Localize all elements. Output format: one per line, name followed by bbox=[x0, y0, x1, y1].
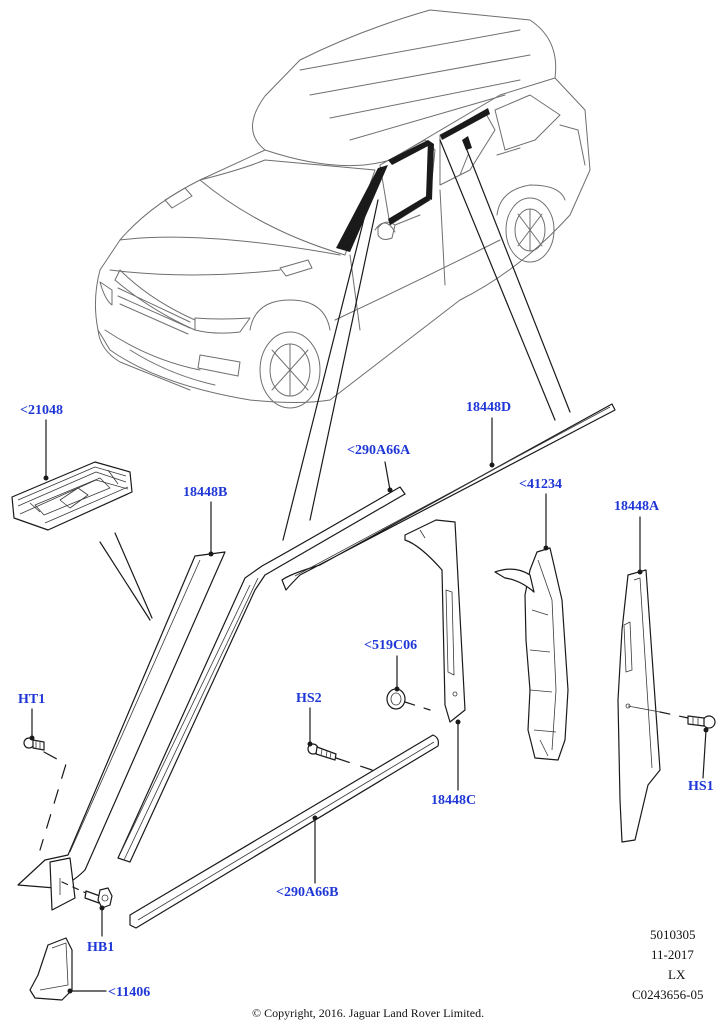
callout-HB1[interactable]: HB1 bbox=[87, 940, 115, 955]
leader-lines bbox=[99, 139, 571, 621]
callout-21048[interactable]: <21048 bbox=[20, 403, 63, 418]
callout-HT1[interactable]: HT1 bbox=[18, 692, 46, 707]
vehicle-illustration bbox=[94, 9, 591, 409]
callout-41234[interactable]: <41234 bbox=[519, 477, 562, 492]
part-290A66A-seal bbox=[117, 486, 406, 863]
callout-18448D[interactable]: 18448D bbox=[466, 400, 512, 415]
doc-date: 11-2017 bbox=[651, 947, 694, 962]
fastener-HT1-clip bbox=[23, 737, 45, 751]
callout-18448B[interactable]: 18448B bbox=[183, 485, 228, 500]
callout-HS1[interactable]: HS1 bbox=[688, 779, 714, 794]
part-18448D-moulding bbox=[281, 403, 616, 591]
fastener-HS2-screw bbox=[307, 743, 337, 761]
doc-illustration-code: C0243656-05 bbox=[632, 987, 704, 1002]
doc-model-code: LX bbox=[668, 967, 686, 982]
callout-290A66A[interactable]: <290A66A bbox=[347, 443, 411, 458]
callout-leaders bbox=[29, 417, 709, 994]
callout-11406[interactable]: <11406 bbox=[108, 985, 151, 1000]
callout-18448A[interactable]: 18448A bbox=[614, 499, 660, 514]
fastener-519C06-grommet bbox=[386, 688, 406, 710]
fastener-HB1-bolt bbox=[84, 887, 113, 909]
part-290A66B-strip bbox=[129, 734, 440, 929]
doc-reference-number: 5010305 bbox=[650, 927, 696, 942]
part-21048-kit bbox=[11, 461, 133, 531]
copyright-notice: © Copyright, 2016. Jaguar Land Rover Lim… bbox=[252, 1006, 485, 1020]
part-18448C-trim bbox=[404, 519, 466, 723]
callout-18448C[interactable]: 18448C bbox=[431, 793, 477, 808]
assembly-dashed-lines bbox=[39, 701, 689, 894]
callout-HS2[interactable]: HS2 bbox=[296, 691, 322, 706]
callout-519C06[interactable]: <519C06 bbox=[364, 638, 418, 653]
fastener-HS1-screw bbox=[687, 715, 716, 729]
part-18448A-trim bbox=[617, 569, 661, 843]
part-11406-cap bbox=[29, 937, 73, 1001]
callout-290A66B[interactable]: <290A66B bbox=[276, 885, 339, 900]
part-41234-bracket bbox=[494, 547, 569, 761]
